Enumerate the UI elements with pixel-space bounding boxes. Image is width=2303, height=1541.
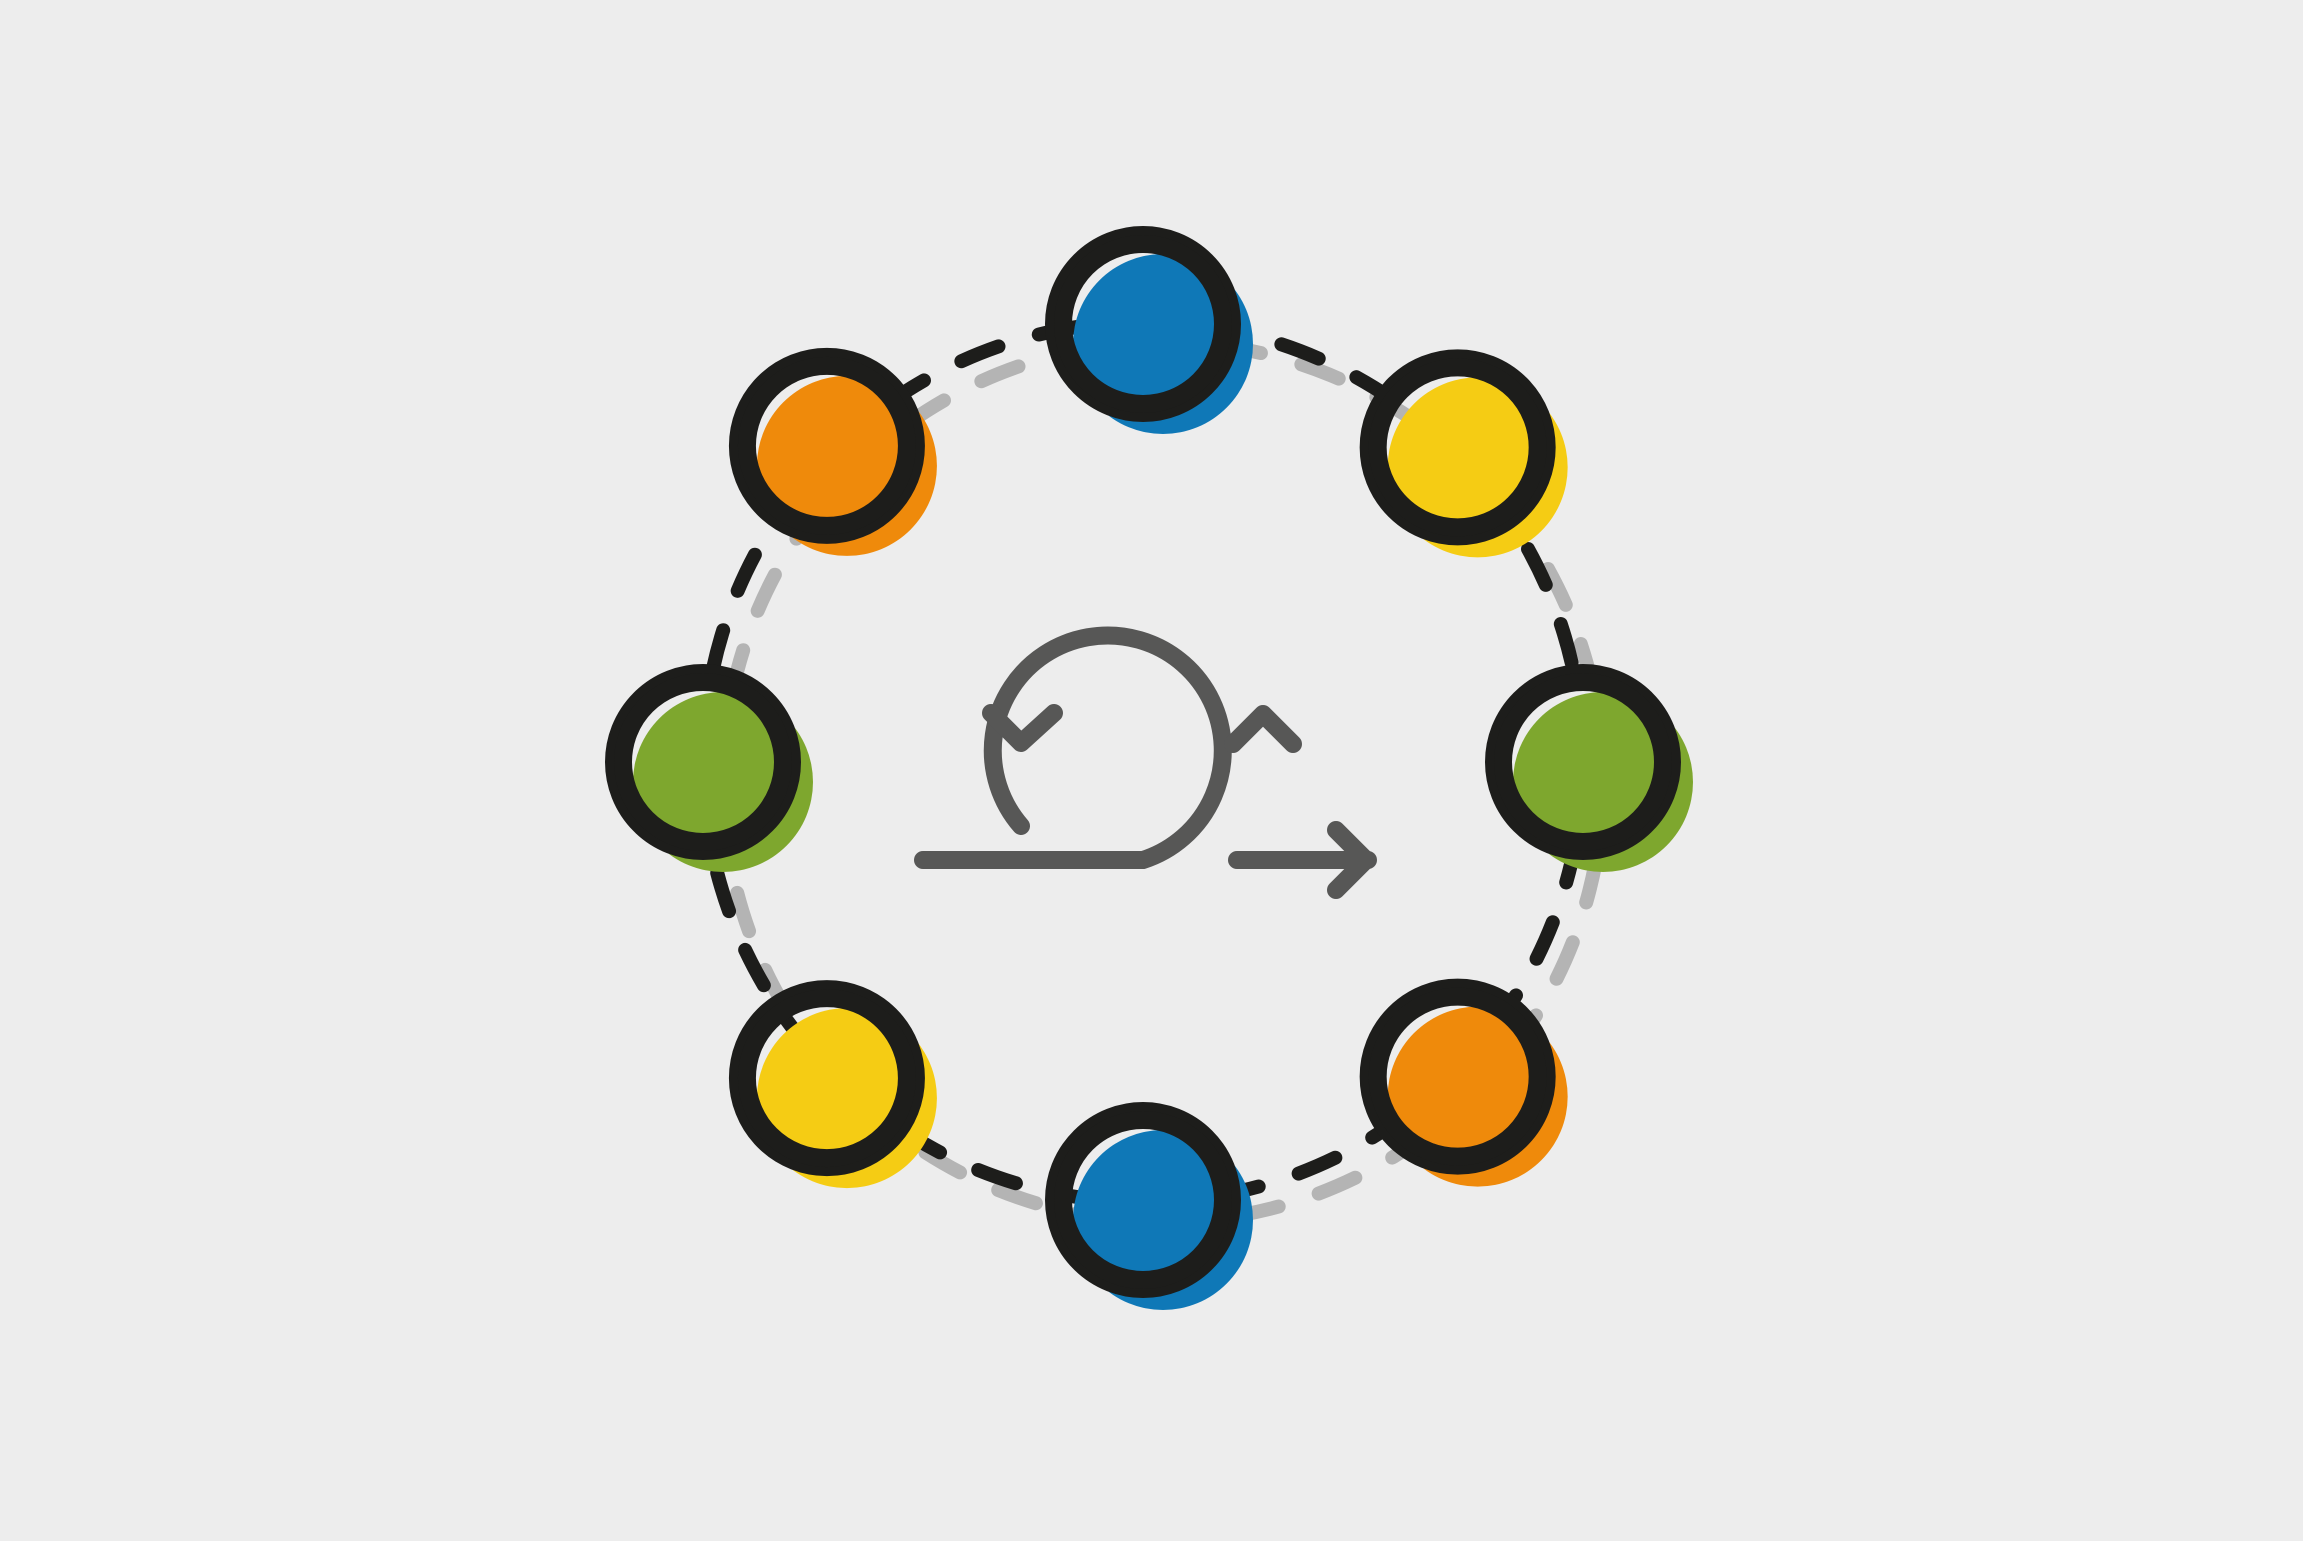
node-bottom	[1045, 1102, 1253, 1310]
node-bottom-right	[1359, 978, 1568, 1187]
node-group	[605, 226, 1693, 1310]
loop-path	[914, 626, 1232, 869]
node-top-right-ring	[1368, 358, 1547, 537]
node-left	[605, 664, 813, 872]
node-top-left-ring	[737, 356, 916, 535]
node-top-right	[1359, 349, 1568, 558]
node-top	[1045, 226, 1253, 434]
arrow-head-left-icon	[982, 704, 1063, 752]
node-bottom-right-ring	[1368, 987, 1547, 1166]
node-left-ring	[614, 673, 792, 851]
node-top-ring	[1054, 235, 1232, 413]
node-right-ring	[1494, 673, 1672, 851]
forward-arrow-head-icon	[1327, 821, 1375, 899]
node-right	[1485, 664, 1693, 872]
agile-iteration-loop-icon	[914, 626, 1377, 899]
node-bottom-left	[728, 980, 937, 1189]
node-bottom-left-ring	[737, 989, 916, 1168]
arrow-head-right-icon	[1224, 705, 1302, 753]
node-bottom-ring	[1054, 1111, 1232, 1289]
node-top-left	[728, 347, 937, 556]
